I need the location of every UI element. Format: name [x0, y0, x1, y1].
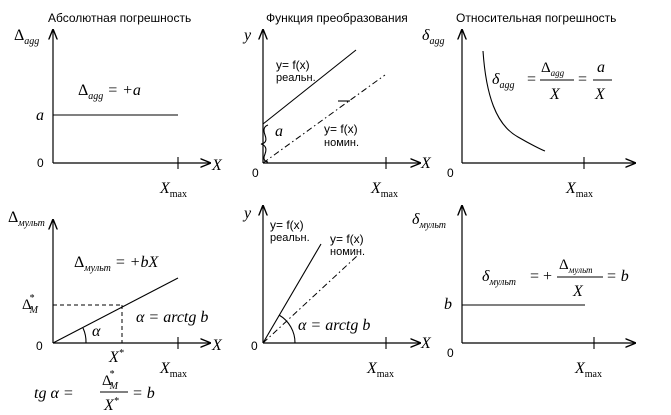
- formula-numerator: Δмульт: [559, 257, 593, 275]
- y-axis-label: Δagg: [14, 27, 39, 47]
- formula-delta: δagg: [492, 71, 514, 91]
- title-absolute-error: Абсолютная погрешность: [48, 11, 191, 25]
- xmax-label: Xmax: [370, 180, 398, 200]
- alpha-label: α: [92, 323, 101, 340]
- nominal-label-2: номин.: [330, 246, 365, 258]
- real-label-1: y= f(x): [276, 58, 310, 72]
- arctg-label: α = arctg b: [298, 317, 370, 334]
- panel-absolute-multiplicative: Δмульт Δмульт = +bX Δ*M α α = arctg b 0 …: [8, 209, 223, 414]
- dstar-label: Δ*M: [22, 293, 39, 316]
- x-axis-label: X: [211, 337, 223, 354]
- angle-arc: [278, 314, 296, 344]
- nominal-label-1: y= f(x): [324, 122, 358, 136]
- formula-denominator-1: X: [549, 86, 561, 103]
- real-label-1: y= f(x): [270, 218, 304, 232]
- offset-brace: [260, 124, 269, 163]
- formula-eq-1: =: [527, 71, 536, 88]
- tg-denominator: X*: [103, 396, 119, 414]
- xstar-label: X*: [108, 348, 124, 366]
- error-ramp-line: [52, 277, 179, 344]
- origin-label: 0: [252, 166, 259, 180]
- formula-eq-2: =: [578, 71, 587, 88]
- formula-rel-additive: δagg = Δagg X = a X: [492, 59, 612, 103]
- nominal-characteristic-line: [262, 74, 386, 164]
- nominal-label-1: y= f(x): [330, 232, 364, 246]
- x-axis-label: X: [211, 157, 223, 174]
- xmax-label: Xmax: [366, 360, 394, 380]
- label-a: a: [36, 107, 44, 124]
- formula-delta: δмульт: [482, 268, 516, 288]
- y-axis-label: y: [242, 205, 252, 222]
- origin-label: 0: [447, 346, 454, 360]
- title-transfer-function: Функция преобразования: [266, 11, 408, 25]
- formula-denominator: X: [572, 283, 584, 300]
- tg-right: = b: [132, 385, 155, 402]
- y-axis-label: δagg: [422, 27, 444, 47]
- formula-tg: tg α = Δ*M X* = b: [34, 369, 155, 414]
- formula-numerator-1: Δagg: [541, 60, 565, 78]
- y-axis-label: Δмульт: [8, 209, 45, 229]
- panel-transfer-additive: y y= f(x) реальн. y= f(x) номин. a 0 X X…: [242, 27, 432, 200]
- tg-numerator: Δ*M: [102, 369, 119, 392]
- origin-label: 0: [36, 339, 43, 353]
- nominal-characteristic-line: [262, 255, 358, 344]
- formula-eq-2: = b: [606, 268, 629, 285]
- panel-transfer-multiplicative: y y= f(x) реальн. y= f(x) номин. α = arc…: [242, 205, 432, 380]
- nominal-label-2: номин.: [324, 137, 359, 149]
- label-b: b: [444, 296, 452, 313]
- formula-rel-multiplicative: δмульт = + Δмульт X = b: [482, 257, 629, 300]
- formula-denominator-2: X: [594, 86, 606, 103]
- formula-eq-1: = +: [530, 268, 552, 285]
- panel-relative-additive: δagg δagg = Δagg X = a X 0 Xmax: [422, 27, 635, 200]
- real-characteristic-line: [262, 49, 357, 125]
- tg-left: tg α =: [34, 385, 74, 402]
- formula-abs-additive: Δagg = +a: [78, 82, 141, 102]
- arctg-label: α = arctg b: [136, 309, 208, 326]
- y-axis-label: δмульт: [412, 211, 446, 231]
- real-characteristic-line: [262, 243, 322, 344]
- angle-arc: [82, 327, 87, 344]
- title-relative-error: Относительная погрешность: [456, 11, 616, 25]
- xmax-label: Xmax: [565, 180, 593, 200]
- origin-label: 0: [447, 166, 454, 180]
- x-axis-label: X: [420, 335, 432, 352]
- real-label-2: реальн.: [270, 232, 310, 244]
- real-label-2: реальн.: [276, 72, 316, 84]
- xmax-label: Xmax: [574, 360, 602, 380]
- formula-abs-multiplicative: Δмульт = +bX: [74, 254, 159, 274]
- panel-relative-multiplicative: δмульт δмульт = + Δмульт X = b b 0 Xmax: [412, 206, 635, 380]
- formula-numerator-2: a: [597, 59, 605, 76]
- hyperbola-curve: [482, 50, 546, 152]
- y-axis-label: y: [242, 27, 252, 44]
- origin-label: 0: [37, 156, 44, 170]
- x-axis-label: X: [420, 155, 432, 172]
- panel-absolute-additive: Δagg Δagg = +a a 0 X Xmax: [14, 27, 223, 200]
- origin-label: 0: [251, 339, 258, 353]
- xmax-label: Xmax: [159, 360, 187, 380]
- xmax-label: Xmax: [159, 180, 187, 200]
- offset-label-a: a: [275, 123, 283, 140]
